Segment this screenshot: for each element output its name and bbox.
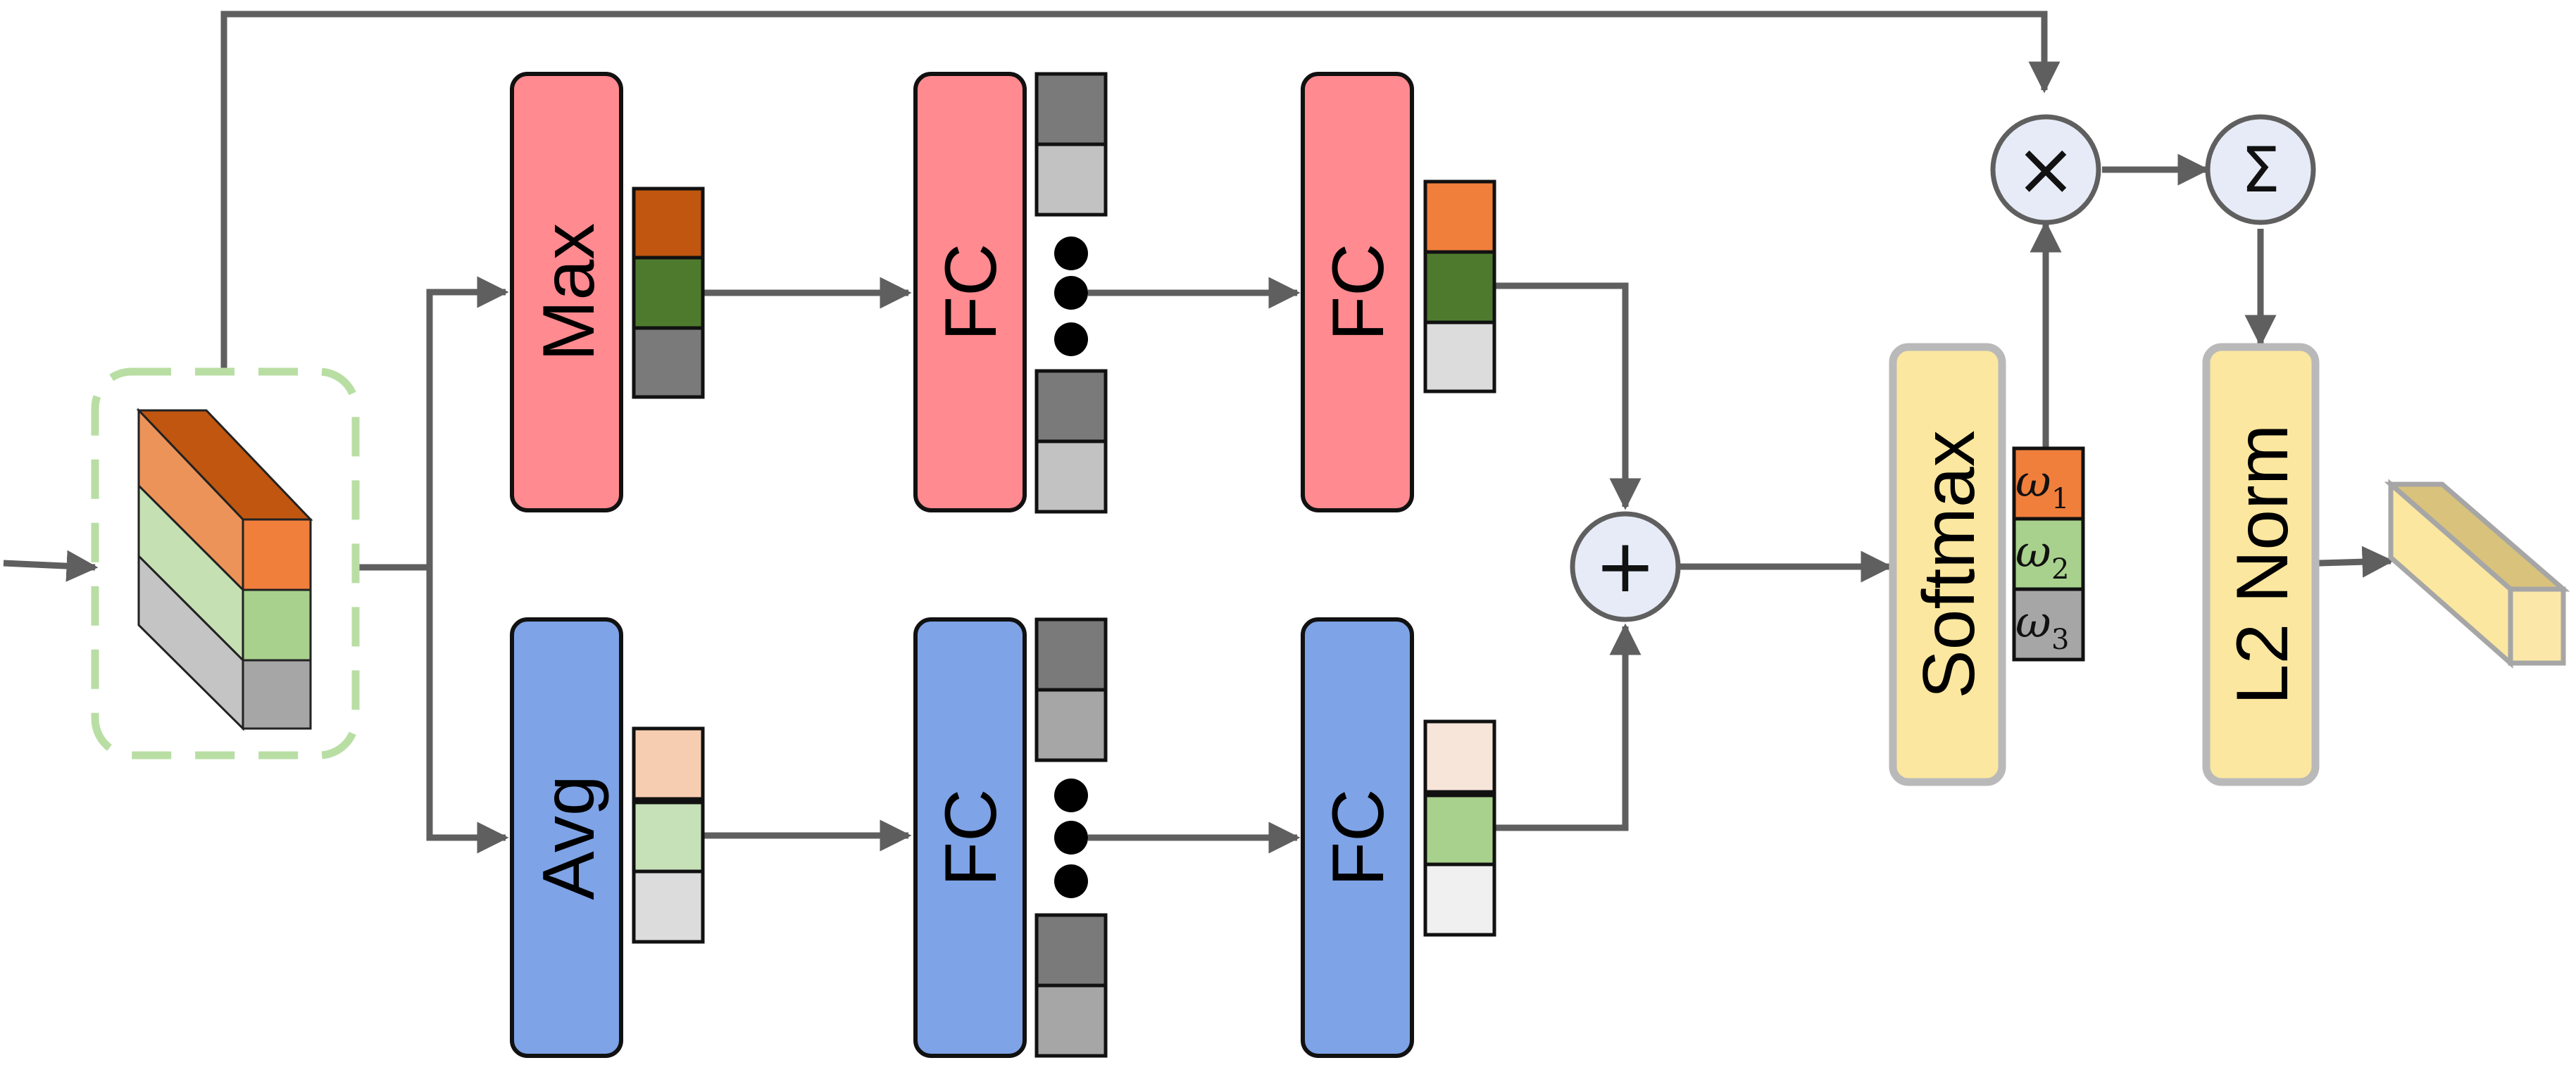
avg-label: Avg — [528, 775, 610, 900]
avg-vector — [632, 726, 705, 944]
split-to-max-arrow — [426, 276, 509, 567]
fc-block-top-2: FC — [1301, 72, 1414, 512]
add-icon: + — [1594, 523, 1656, 609]
sum-icon: Σ — [2241, 134, 2280, 206]
softmax-label: Softmax — [1908, 430, 1990, 698]
ellipsis-dot — [1054, 276, 1088, 310]
l2norm-block: L2 Norm — [2202, 343, 2320, 786]
fc-top-to-add-arrow — [1496, 282, 1642, 510]
ellipsis-dot — [1054, 779, 1088, 812]
input-arrow — [3, 550, 99, 582]
l2norm-to-output-arrow — [2318, 546, 2394, 578]
output-front-face — [2508, 586, 2566, 666]
cube-front-orange — [242, 518, 312, 591]
multiply-operator: × — [1990, 114, 2101, 225]
weight-2-symbol: ω — [2015, 526, 2051, 577]
max-label: Max — [528, 223, 610, 361]
weight-2-subscript: 2 — [2051, 553, 2069, 586]
softmax-block: Softmax — [1889, 343, 2006, 786]
ellipsis-dot — [1054, 821, 1088, 855]
fc-output-vector-bottom — [1423, 719, 1496, 937]
max-vector — [632, 187, 705, 399]
fc-label-top-1: FC — [930, 244, 1012, 341]
max-pool-block: Max — [510, 72, 623, 512]
attention-weights: ω 1 ω 2 ω 3 — [2012, 446, 2085, 662]
weight-3-symbol: ω — [2015, 596, 2051, 648]
fc-output-vector-top — [1423, 179, 1496, 393]
weight-1-subscript: 1 — [2051, 483, 2069, 515]
cube-front-gray — [242, 659, 312, 730]
fc-hidden-vector-top — [1034, 72, 1108, 514]
weight-3-subscript: 3 — [2051, 624, 2069, 656]
connectors — [3, 11, 2394, 854]
fc-bottom-to-add-arrow — [1496, 623, 1642, 831]
dashed-frame — [91, 367, 360, 760]
weight-1-symbol: ω — [2015, 455, 2051, 507]
multiply-icon: × — [2015, 126, 2076, 212]
cube-front-green — [242, 588, 312, 662]
fc-block-bottom-1: FC — [913, 617, 1027, 1058]
fc-block-bottom-2: FC — [1301, 617, 1414, 1058]
fc-label-top-2: FC — [1318, 244, 1399, 341]
skip-connection-arrow — [220, 11, 2061, 370]
l2norm-label: L2 Norm — [2222, 424, 2303, 705]
ellipsis-dot — [1054, 322, 1088, 356]
fc-block-top-1: FC — [913, 72, 1027, 512]
add-operator: + — [1570, 511, 1681, 622]
fc-hidden-vector-bottom — [1034, 617, 1108, 1058]
split-to-avg-arrow — [426, 567, 509, 854]
input-feature-map — [91, 367, 360, 760]
fc-label-bottom-1: FC — [930, 789, 1012, 887]
ellipsis-dot — [1054, 864, 1088, 898]
avg-pool-block: Avg — [510, 617, 623, 1058]
ellipsis-dot — [1054, 237, 1088, 270]
output-descriptor — [2384, 479, 2570, 669]
fc-label-bottom-2: FC — [1318, 789, 1399, 887]
sum-operator: Σ — [2205, 114, 2316, 225]
